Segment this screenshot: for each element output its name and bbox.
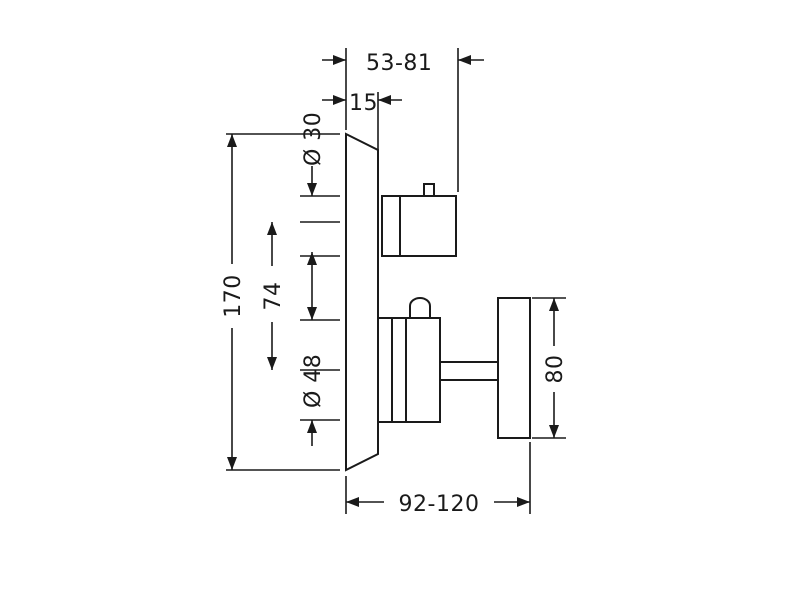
upper-cartridge <box>381 195 457 257</box>
dimension-label-diameter-48: Ø 48 <box>301 354 326 408</box>
upper-cartridge-pin <box>423 183 435 197</box>
dimension-label-92-120: 92-120 <box>399 492 480 517</box>
mixer-outline <box>345 132 531 472</box>
dimension-label-74: 74 <box>261 282 286 311</box>
dimension-label-diameter-30: Ø 30 <box>301 112 326 166</box>
dimension-170: 170 <box>221 134 246 470</box>
dimension-53-81: 53-81 <box>322 51 484 76</box>
lower-valve-pin <box>409 297 431 318</box>
dimension-label-15: 15 <box>349 91 378 116</box>
dimension-label-53-81: 53-81 <box>366 51 432 76</box>
cross-handle <box>497 297 531 439</box>
dimension-15: 15 <box>322 91 402 116</box>
cover-plate <box>345 132 379 472</box>
dimension-80: 80 <box>543 298 568 438</box>
dimension-diameter-48: Ø 48 <box>301 252 326 446</box>
lower-valve-body <box>377 317 441 423</box>
dimension-label-170: 170 <box>221 274 246 318</box>
extension-lines <box>226 48 566 514</box>
dimension-74: 74 <box>261 222 286 370</box>
dimension-92-120: 92-120 <box>346 492 530 517</box>
dimension-diameter-30: Ø 30 <box>301 112 326 196</box>
dimension-label-80: 80 <box>543 355 568 384</box>
